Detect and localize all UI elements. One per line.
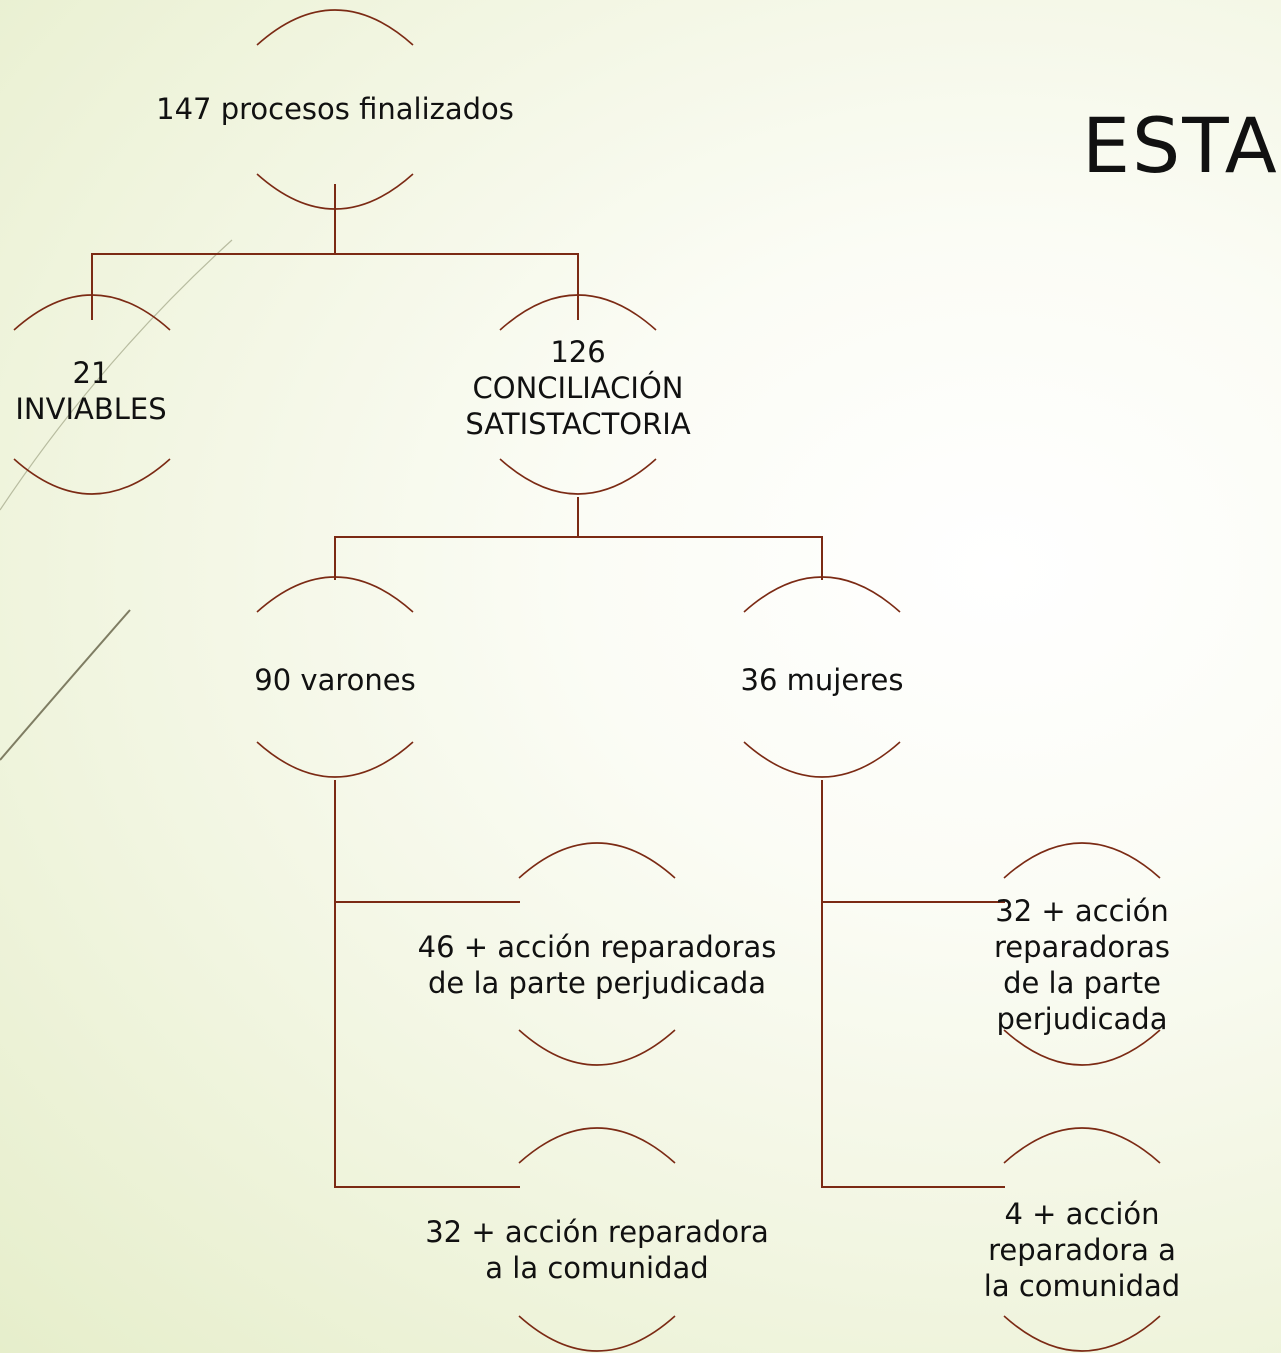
- node-varones-comunidad-label: 32 + acción reparadora a la comunidad: [425, 1215, 769, 1285]
- node-conciliacion-label: 126 CONCILIACIÓN SATISTACTORIA: [465, 335, 691, 441]
- node-arc-mujeres-parte-bottom: [1003, 1029, 1161, 1066]
- node-varones-parte-label: 46 + acción reparadoras de la parte perj…: [417, 930, 777, 1000]
- node-arc-mujeres-top: [743, 576, 901, 613]
- node-arc-mujeres-comunidad-bottom: [1003, 1315, 1161, 1352]
- connector-mujeres-to-actions: [821, 780, 1005, 1188]
- node-arc-varones-top: [256, 576, 414, 613]
- node-arc-root-top: [256, 9, 414, 46]
- node-arc-varones-parte-top: [518, 842, 676, 879]
- node-inviables-label: 21 INVIABLES: [15, 356, 167, 426]
- node-mujeres-parte-label: 32 + acción reparadoras de la parte perj…: [994, 894, 1170, 1036]
- node-arc-varones-parte-bottom: [518, 1029, 676, 1066]
- node-arc-mujeres-bottom: [743, 741, 901, 778]
- node-arc-mujeres-parte-top: [1003, 842, 1161, 879]
- node-arc-varones-bottom: [256, 741, 414, 778]
- node-mujeres-label: 36 mujeres: [740, 663, 904, 697]
- decorative-line-thin: [0, 239, 233, 511]
- node-arc-inviables-top: [13, 294, 171, 331]
- connector-conciliacion-to-gender: [334, 497, 823, 580]
- node-root-label: 147 procesos finalizados: [156, 92, 514, 126]
- slide-title: ESTA: [1082, 101, 1279, 190]
- node-arc-conciliacion-bottom: [499, 458, 657, 495]
- decorative-line-thick: [0, 609, 131, 761]
- node-varones-label: 90 varones: [254, 663, 416, 697]
- node-mujeres-comunidad-label: 4 + acción reparadora a la comunidad: [983, 1197, 1181, 1303]
- connector-varones-to-actions: [334, 780, 520, 1188]
- node-arc-varones-comunidad-top: [518, 1127, 676, 1164]
- node-arc-varones-comunidad-bottom: [518, 1315, 676, 1352]
- node-arc-conciliacion-top: [499, 294, 657, 331]
- connector-root-to-level1: [91, 184, 579, 320]
- node-arc-inviables-bottom: [13, 458, 171, 495]
- node-arc-root-bottom: [256, 173, 414, 210]
- node-arc-mujeres-comunidad-top: [1003, 1127, 1161, 1164]
